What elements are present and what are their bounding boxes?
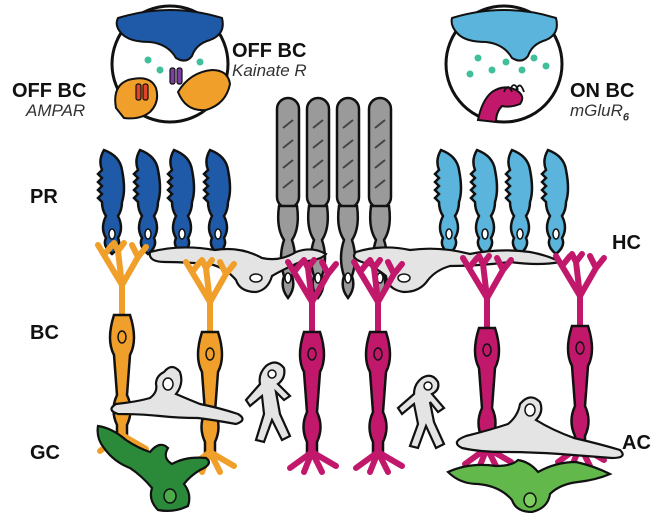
amacrine-cell-right-star: [398, 376, 444, 448]
amacrine-cells: [111, 362, 622, 458]
on-cones: [435, 150, 568, 254]
off-cone: [168, 150, 194, 254]
off-bc-kainate-subtitle: Kainate R: [232, 61, 307, 81]
label-ac: AC: [622, 432, 651, 455]
off-bc-kainate-title: OFF BC: [232, 40, 306, 63]
off-bc-ampar-title: OFF BC: [12, 80, 86, 103]
on-bc-subtitle-main: mGluR: [570, 101, 623, 120]
inset-on-bc-mglur6: [446, 6, 562, 122]
on-cone: [506, 150, 532, 254]
on-bipolar-cell: [288, 260, 336, 472]
off-cones: [98, 150, 230, 254]
label-gc: GC: [30, 442, 60, 465]
off-bc-ampar-subtitle: AMPAR: [26, 101, 85, 121]
on-bipolar-cell: [354, 260, 402, 472]
off-cone: [204, 150, 230, 254]
on-bc-subtitle-index: 6: [623, 111, 629, 123]
off-bipolar-cell: [98, 243, 146, 455]
on-cone: [471, 150, 497, 254]
inset-off-bc-ampar: [112, 6, 230, 122]
label-bc: BC: [30, 322, 59, 345]
ganglion-cell-left: [98, 426, 209, 511]
off-bipolar-cell: [186, 260, 234, 472]
label-pr: PR: [30, 186, 58, 209]
off-cone: [134, 150, 160, 254]
on-cone: [435, 150, 461, 254]
on-cone: [542, 150, 568, 254]
off-cone: [98, 150, 124, 254]
on-bc-subtitle: mGluR6: [570, 101, 629, 123]
label-hc: HC: [612, 232, 641, 255]
on-bc-title: ON BC: [570, 80, 634, 103]
